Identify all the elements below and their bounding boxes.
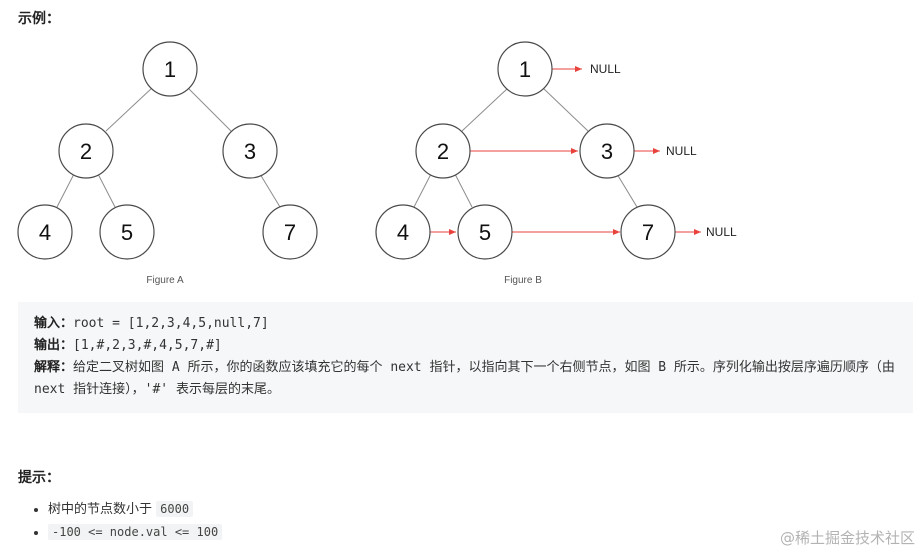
tree-node: 3 bbox=[579, 123, 635, 179]
edge-3-7 bbox=[616, 173, 638, 208]
edge-1-3 bbox=[542, 87, 589, 132]
svg-text:7: 7 bbox=[642, 220, 654, 245]
svg-text:1: 1 bbox=[164, 57, 176, 82]
tip-text: 树中的节点数小于 bbox=[48, 502, 157, 517]
tree-figures: 1 2 3 4 5 7 Figure A bbox=[17, 41, 737, 286]
watermark: @稀土掘金技术社区 bbox=[779, 529, 915, 547]
svg-text:2: 2 bbox=[80, 139, 92, 164]
edge-2-4 bbox=[56, 173, 75, 208]
figure-b-caption: Figure B bbox=[504, 275, 542, 286]
list-item: 树中的节点数小于 6000 bbox=[48, 498, 222, 521]
example-code-block: 输入：root = [1,2,3,4,5,null,7] 输出：[1,#,2,3… bbox=[18, 302, 913, 413]
inline-code: -100 <= node.val <= 100 bbox=[48, 524, 223, 540]
edge-1-2 bbox=[105, 87, 153, 132]
explain-line: 解释：给定二叉树如图 A 所示，你的函数应该填充它的每个 next 指针，以指向… bbox=[34, 357, 897, 401]
edge-1-2 bbox=[461, 87, 509, 132]
tree-node: 7 bbox=[620, 204, 676, 260]
null-label: NULL bbox=[590, 62, 621, 76]
tree-node: 2 bbox=[415, 123, 471, 179]
tree-node: 1 bbox=[497, 41, 553, 97]
tips-heading: 提示： bbox=[18, 470, 60, 486]
input-line: 输入：root = [1,2,3,4,5,null,7] bbox=[34, 313, 897, 335]
output-value: [1,#,2,3,#,4,5,7,#] bbox=[73, 338, 222, 353]
explain-value: 给定二叉树如图 A 所示，你的函数应该填充它的每个 next 指针，以指向其下一… bbox=[34, 360, 903, 397]
input-value: root = [1,2,3,4,5,null,7] bbox=[73, 316, 269, 331]
tree-node: 3 bbox=[222, 123, 278, 179]
edge-2-4 bbox=[413, 173, 432, 208]
example-heading: 示例： bbox=[18, 11, 60, 27]
figure-a: 1 2 3 4 5 7 Figure A bbox=[17, 41, 318, 286]
tree-node: 1 bbox=[142, 41, 198, 97]
tree-node: 2 bbox=[58, 123, 114, 179]
svg-text:2: 2 bbox=[437, 139, 449, 164]
edge-1-3 bbox=[187, 87, 232, 132]
svg-text:5: 5 bbox=[121, 220, 133, 245]
list-item: -100 <= node.val <= 100 bbox=[48, 521, 223, 544]
input-key: 输入： bbox=[34, 316, 74, 331]
edge-3-7 bbox=[259, 173, 281, 208]
tree-node: 4 bbox=[375, 204, 431, 260]
tips-list: 树中的节点数小于 6000 -100 <= node.val <= 100 bbox=[30, 498, 223, 544]
svg-text:4: 4 bbox=[39, 220, 51, 245]
svg-text:5: 5 bbox=[479, 220, 491, 245]
figure-b: 1 2 3 4 5 7 NULL NULL NULL Figure B bbox=[375, 41, 737, 286]
output-key: 输出： bbox=[34, 338, 74, 353]
explain-key: 解释： bbox=[34, 360, 74, 375]
inline-code: 6000 bbox=[156, 501, 194, 517]
tree-node: 5 bbox=[99, 204, 155, 260]
edge-2-5 bbox=[97, 173, 116, 208]
null-label: NULL bbox=[706, 225, 737, 239]
svg-text:7: 7 bbox=[284, 220, 296, 245]
tree-node: 4 bbox=[17, 204, 73, 260]
svg-text:1: 1 bbox=[519, 57, 531, 82]
edge-2-5 bbox=[454, 173, 473, 208]
null-label: NULL bbox=[666, 144, 697, 158]
tree-node: 5 bbox=[457, 204, 513, 260]
output-line: 输出：[1,#,2,3,#,4,5,7,#] bbox=[34, 335, 897, 357]
svg-text:4: 4 bbox=[397, 220, 409, 245]
svg-text:3: 3 bbox=[244, 139, 256, 164]
tree-node: 7 bbox=[262, 204, 318, 260]
figure-a-caption: Figure A bbox=[146, 275, 184, 286]
svg-text:3: 3 bbox=[601, 139, 613, 164]
